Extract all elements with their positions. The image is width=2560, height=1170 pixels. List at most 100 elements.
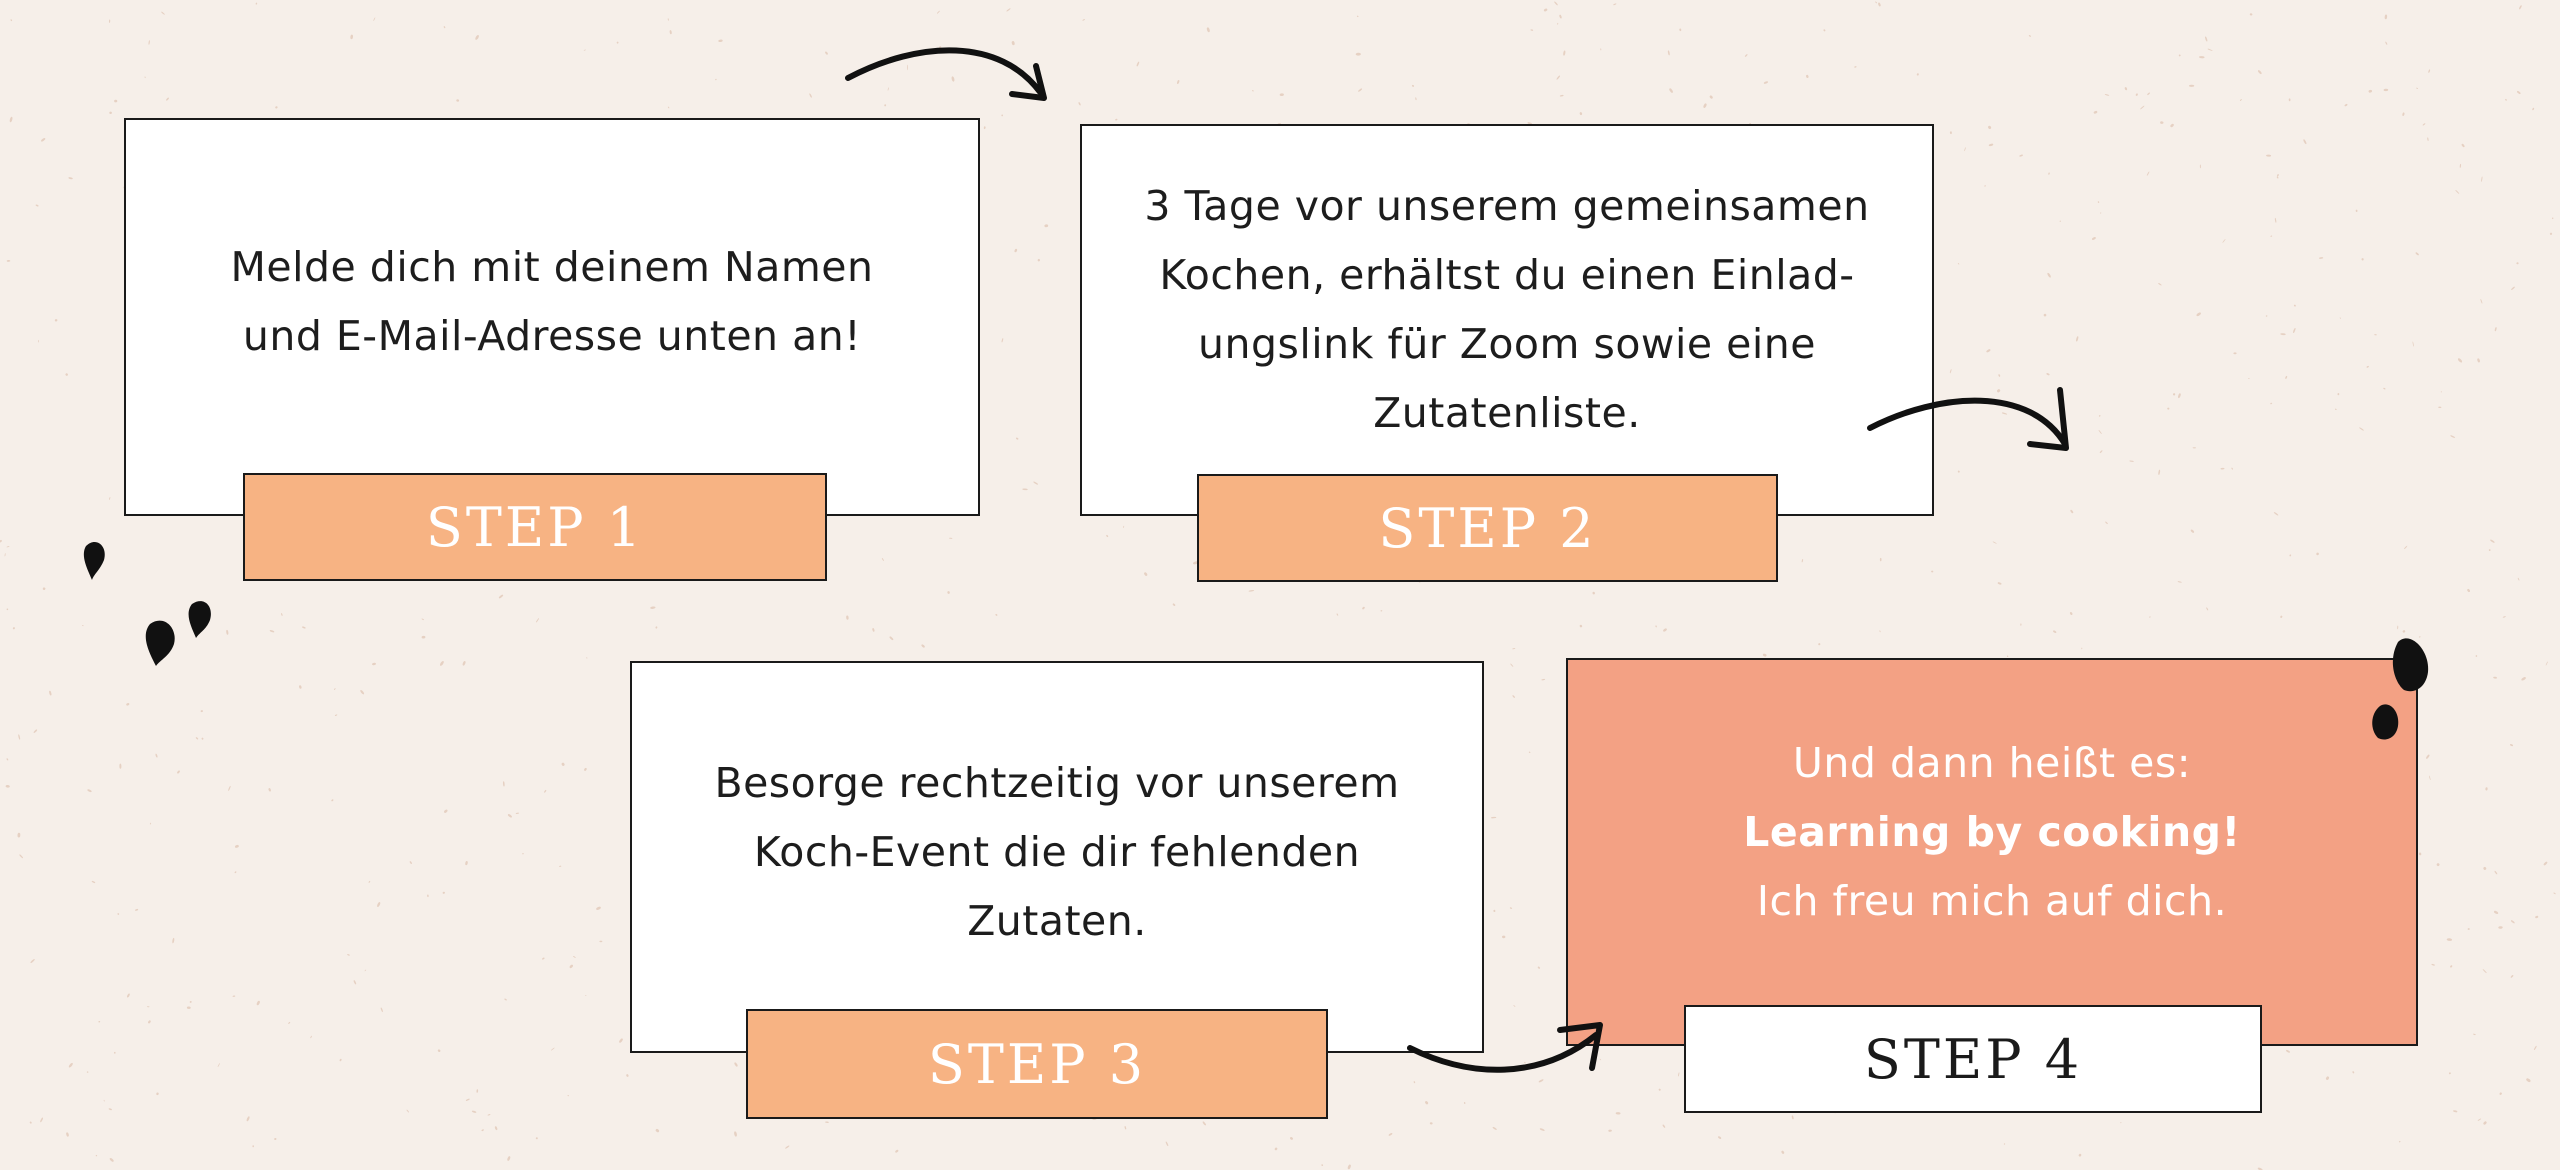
paper-speck (2457, 358, 2463, 363)
step-4-line-1: Und dann heißt es: (1792, 738, 2192, 787)
paper-speck (200, 710, 203, 713)
paper-speck (228, 785, 231, 791)
paper-speck (372, 662, 376, 666)
paper-speck (1998, 374, 2001, 377)
paper-speck (1001, 114, 1004, 117)
paper-speck (29, 1121, 32, 1124)
paper-speck (586, 657, 588, 659)
paper-speck (2258, 70, 2262, 75)
paper-speck (2535, 915, 2539, 919)
paper-speck (1669, 88, 1673, 93)
paper-speck (2481, 176, 2483, 182)
paper-speck (1762, 653, 1767, 657)
paper-speck (86, 1071, 89, 1073)
paper-speck (2428, 69, 2431, 73)
paper-speck (2517, 91, 2521, 94)
paper-speck (2081, 647, 2083, 650)
paper-speck (2488, 549, 2491, 552)
paper-speck (921, 644, 925, 648)
paper-speck (535, 1137, 538, 1140)
paper-speck (1202, 1121, 1206, 1126)
paper-speck (1044, 224, 1049, 228)
paper-speck (487, 1114, 491, 1116)
paper-speck (2222, 238, 2226, 243)
paper-speck (1563, 50, 1566, 56)
paper-speck (149, 822, 152, 825)
paper-speck (427, 894, 429, 898)
paper-speck (1878, 2, 1881, 7)
paper-speck (1964, 147, 1966, 152)
paper-speck (1744, 54, 1748, 57)
paper-speck (2019, 154, 2023, 157)
paper-speck (2100, 212, 2102, 214)
paper-speck (1493, 909, 1496, 912)
paper-speck (2477, 358, 2480, 363)
paper-speck (2099, 450, 2103, 454)
paper-speck (2091, 237, 2096, 240)
paper-speck (2467, 928, 2470, 930)
paper-speck (584, 767, 587, 771)
paper-speck (667, 18, 669, 21)
paper-speck (377, 902, 381, 907)
paper-speck (2498, 926, 2503, 929)
paper-speck (2293, 304, 2296, 307)
paper-speck (2482, 969, 2487, 974)
paper-speck (2352, 1071, 2355, 1074)
paper-speck (1355, 52, 1361, 56)
step-4-line-3: Ich freu mich auf dich. (1756, 876, 2228, 925)
paper-speck (95, 1154, 98, 1157)
paper-speck (98, 1020, 101, 1023)
paper-speck (1957, 263, 1960, 265)
paper-speck (2426, 754, 2430, 759)
paper-speck (339, 1058, 342, 1062)
paper-speck (2475, 655, 2478, 657)
step-2-label-text: STEP 2 (1378, 496, 1597, 560)
paper-speck (6, 758, 9, 761)
paper-speck (456, 99, 460, 102)
paper-speck (2427, 137, 2429, 141)
paper-speck (288, 1021, 291, 1024)
paper-speck (619, 1038, 623, 1043)
paper-speck (669, 30, 672, 35)
paper-speck (1492, 1126, 1497, 1130)
paper-speck (2483, 866, 2487, 870)
paper-speck (275, 106, 278, 109)
paper-speck (350, 34, 354, 40)
paper-speck (2140, 105, 2145, 110)
paper-speck (2339, 317, 2341, 319)
paper-speck (1144, 572, 1148, 576)
paper-speck (2135, 93, 2138, 96)
paper-speck (281, 613, 283, 616)
paper-speck (1530, 29, 1534, 31)
paper-speck (1931, 570, 1934, 573)
paper-speck (655, 626, 658, 629)
paper-speck (542, 957, 545, 960)
step-2-line-3: ungslink für Zoom sowie eine (1198, 320, 1816, 368)
paper-speck (1006, 8, 1011, 12)
paper-speck (1274, 1147, 1278, 1151)
paper-speck (232, 995, 236, 997)
paper-speck (1380, 610, 1383, 612)
paper-speck (2293, 327, 2296, 334)
paper-speck (550, 1047, 555, 1051)
paper-speck (421, 635, 426, 639)
paper-speck (166, 97, 169, 101)
paper-speck (559, 865, 562, 867)
paper-speck (1362, 606, 1365, 610)
paper-speck (2248, 377, 2250, 379)
paper-speck (114, 99, 118, 103)
paper-speck (2505, 98, 2507, 101)
paper-speck (507, 1156, 511, 1161)
paper-speck (1115, 118, 1118, 121)
paper-speck (113, 1051, 116, 1054)
paper-speck (2160, 121, 2164, 124)
paper-speck (1662, 1124, 1666, 1128)
paper-speck (1106, 534, 1109, 538)
paper-speck (1136, 61, 1140, 67)
paper-speck (2069, 612, 2073, 615)
paper-speck (1015, 437, 1019, 440)
paper-speck (2249, 13, 2253, 16)
paper-speck (494, 1126, 498, 1131)
paper-speck (1559, 14, 1562, 19)
paper-speck (269, 630, 275, 633)
